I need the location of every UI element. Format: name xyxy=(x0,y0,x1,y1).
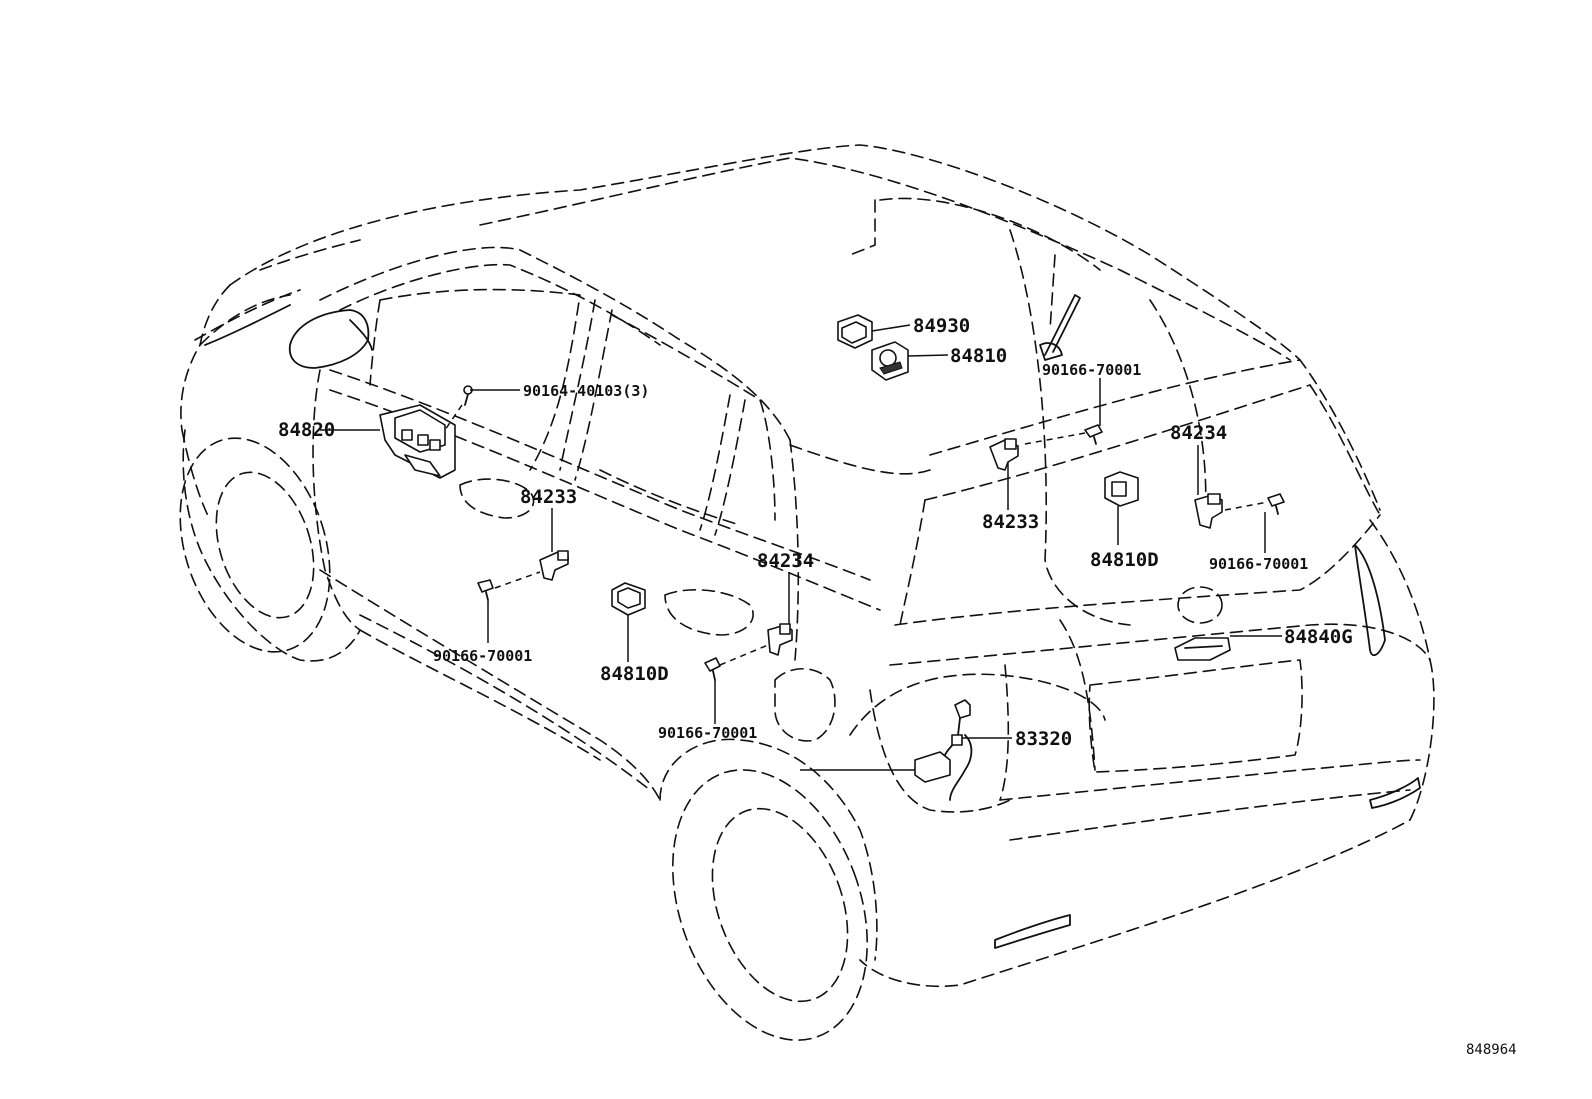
bolt-90166-top-icon xyxy=(1084,424,1103,445)
bolt-90166-right-icon xyxy=(1267,493,1285,515)
label-84820: 84820 xyxy=(278,419,335,441)
label-90164: 90164-40103(3) xyxy=(523,382,649,400)
label-84810D-left: 84810D xyxy=(600,663,669,685)
label-84233-left: 84233 xyxy=(520,486,577,508)
switch-84820-icon xyxy=(379,404,456,479)
bolt-90166-left-icon xyxy=(477,579,494,601)
label-84234-right: 84234 xyxy=(1170,422,1227,444)
label-83320: 83320 xyxy=(1015,728,1072,750)
label-84840G: 84840G xyxy=(1284,626,1353,648)
label-90166-bottom: 90166-70001 xyxy=(658,724,757,742)
label-90166-left: 90166-70001 xyxy=(433,647,532,665)
label-84810D-right: 84810D xyxy=(1090,549,1159,571)
switch-84840G-icon xyxy=(1174,637,1231,661)
switch-84233-right-icon xyxy=(989,438,1019,471)
screw-90164-icon xyxy=(463,385,473,406)
diagram-reference-number: 848964 xyxy=(1466,1042,1517,1058)
switch-84233-left-icon xyxy=(539,550,569,581)
switch-84930-icon xyxy=(837,314,873,349)
switch-84810-icon xyxy=(871,341,909,381)
label-90166-top: 90166-70001 xyxy=(1042,361,1141,379)
label-84234-mid: 84234 xyxy=(757,550,814,572)
switch-84810D-right-icon xyxy=(1104,471,1139,507)
label-84930: 84930 xyxy=(913,315,970,337)
switch-84234-right-icon xyxy=(1194,493,1223,529)
switch-84234-mid-icon xyxy=(767,623,793,656)
leader-lines xyxy=(320,324,1282,771)
part-labels: 84930 84810 90166-70001 84234 90164-4010… xyxy=(278,315,1517,1058)
bolt-90166-bottom-icon xyxy=(704,657,721,681)
label-84810: 84810 xyxy=(950,345,1007,367)
label-90166-right: 90166-70001 xyxy=(1209,555,1308,573)
switch-84810D-left-icon xyxy=(611,582,646,616)
part-glyphs xyxy=(379,314,1285,801)
car-body-outline xyxy=(179,144,1435,1041)
label-84233-right: 84233 xyxy=(982,511,1039,533)
harness-83320-icon xyxy=(914,699,973,801)
